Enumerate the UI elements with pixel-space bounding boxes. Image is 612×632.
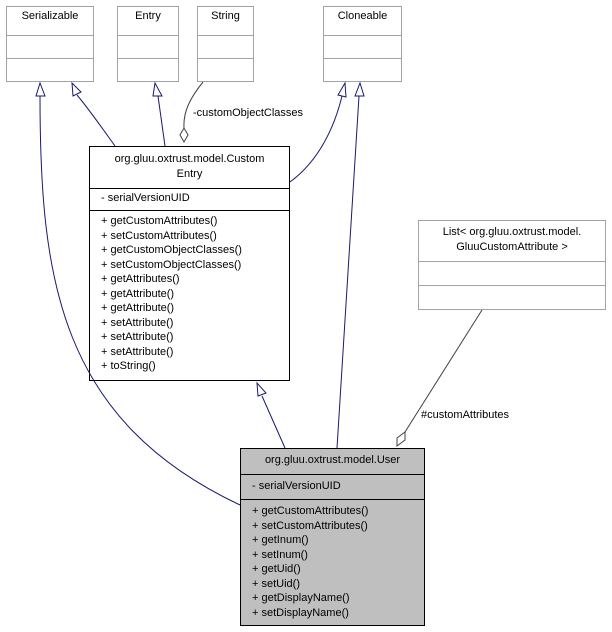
attributes-section — [198, 35, 253, 58]
class-string[interactable]: String — [197, 6, 254, 82]
method-item: + setAttribute() — [101, 345, 174, 358]
method-item: + setCustomObjectClasses() — [101, 258, 242, 271]
method-item: + getDisplayName() — [252, 592, 350, 604]
method-item: + getUid() — [252, 563, 301, 575]
method-item: + toString() — [101, 360, 156, 372]
class-custom-entry[interactable]: org.gluu.oxtrust.model.Custom Entry - se… — [89, 146, 290, 381]
attributes-section — [118, 35, 178, 58]
method-item: + getCustomObjectClasses() — [101, 244, 242, 256]
method-item: + getInum() — [252, 534, 309, 546]
class-name-line-1: org.gluu.oxtrust.model.Custom — [114, 153, 265, 165]
edge-user-extends-serializable — [35, 81, 241, 506]
method-item: + setDisplayName() — [252, 606, 349, 619]
class-list-gluu-custom-attribute[interactable]: List< org.gluu.oxtrust.model. GluuCustom… — [418, 220, 606, 310]
method-item: + getAttribute() — [101, 287, 175, 300]
class-name: org.gluu.oxtrust.model.User — [264, 454, 401, 466]
attribute-item: - serialVersionUID — [101, 192, 190, 204]
methods-section — [419, 285, 605, 309]
class-user[interactable]: org.gluu.oxtrust.model.User - serialVers… — [240, 448, 425, 626]
edge-custom-attributes-aggregation — [396, 309, 483, 447]
edge-label-custom-object-classes: -customObjectClasses — [193, 107, 304, 119]
attributes-section: - serialVersionUID — [241, 474, 424, 499]
edge-custom-entry-extends-entry — [152, 81, 166, 147]
class-entry[interactable]: Entry — [117, 6, 179, 82]
edge-label-custom-attributes: #customAttributes — [421, 409, 510, 421]
methods-section: + getCustomAttributes() + setCustomAttri… — [241, 499, 424, 625]
class-name: String — [211, 10, 240, 22]
class-name: Serializable — [21, 10, 79, 22]
attributes-section — [7, 35, 93, 58]
method-item: + getAttributes() — [101, 273, 180, 285]
method-item: + getCustomAttributes() — [101, 215, 218, 227]
method-item: + setInum() — [252, 548, 308, 561]
method-item: + getAttribute() — [101, 302, 175, 314]
class-name-line-1: List< org.gluu.oxtrust.model. — [442, 226, 582, 238]
class-name: Cloneable — [337, 10, 388, 22]
method-item: + setAttribute() — [101, 316, 174, 329]
attributes-section: - serialVersionUID — [90, 188, 289, 210]
class-name: org.gluu.oxtrust.model.Custom Entry — [90, 147, 289, 188]
class-name: Entry — [135, 10, 161, 22]
attributes-section — [324, 35, 401, 58]
methods-section — [198, 58, 253, 81]
methods-section: + getCustomAttributes() + setCustomAttri… — [90, 210, 289, 380]
attribute-item: - serialVersionUID — [252, 480, 341, 492]
edge-custom-entry-extends-serializable — [71, 81, 116, 147]
class-name-line-2: GluuCustomAttribute > — [456, 240, 568, 253]
edge-custom-object-classes-aggregation — [179, 81, 204, 144]
edge-user-implements-cloneable — [336, 81, 365, 449]
methods-section — [7, 58, 93, 81]
edge-user-extends-custom-entry — [256, 381, 286, 449]
edge-custom-entry-implements-cloneable — [289, 81, 347, 183]
class-serializable[interactable]: Serializable — [6, 6, 94, 82]
class-name: List< org.gluu.oxtrust.model. GluuCustom… — [419, 221, 605, 261]
attributes-section — [419, 261, 605, 285]
method-item: + setCustomAttributes() — [101, 229, 217, 242]
method-item: + getCustomAttributes() — [252, 505, 369, 517]
method-item: + setUid() — [252, 577, 300, 590]
class-name-line-2: Entry — [176, 167, 203, 180]
class-cloneable[interactable]: Cloneable — [323, 6, 402, 82]
methods-section — [324, 58, 401, 81]
method-item: + setAttribute() — [101, 331, 174, 343]
methods-section — [118, 58, 178, 81]
method-item: + setCustomAttributes() — [252, 519, 368, 532]
